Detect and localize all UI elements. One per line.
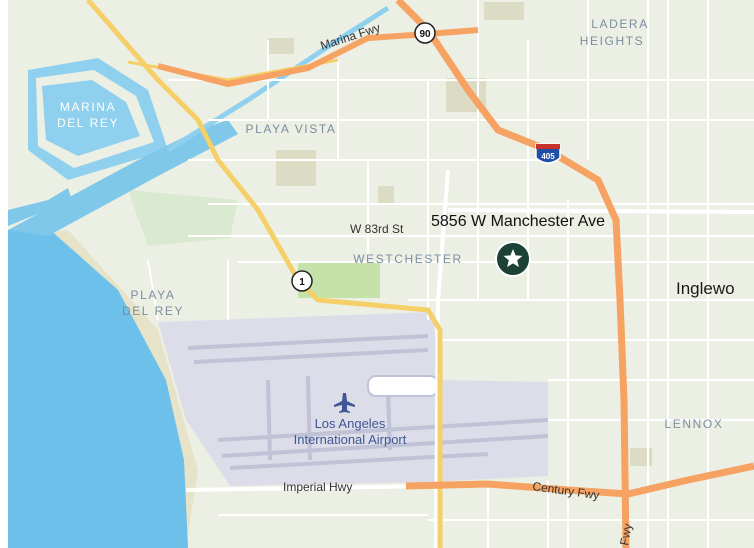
label-playa-del-rey-2: DEL REY bbox=[122, 304, 184, 318]
label-marina-2: DEL REY bbox=[57, 116, 119, 130]
park-lennox bbox=[630, 448, 652, 466]
airport-label-2: International Airport bbox=[294, 432, 407, 447]
airport-icon bbox=[334, 393, 355, 413]
interstate-405-shield: 405 bbox=[535, 143, 561, 164]
label-playa-del-rey-1: PLAYA bbox=[131, 288, 176, 302]
route-1-shield: 1 bbox=[291, 270, 313, 292]
park-north bbox=[268, 38, 294, 54]
route-90-shield: 90 bbox=[414, 22, 436, 44]
marina-water bbox=[8, 58, 238, 236]
svg-text:405: 405 bbox=[541, 152, 555, 161]
destination-marker[interactable] bbox=[495, 241, 531, 277]
label-w-83rd-st: W 83rd St bbox=[350, 222, 404, 236]
label-lennox: LENNOX bbox=[665, 417, 724, 431]
airport-label-1: Los Angeles bbox=[315, 416, 386, 431]
label-fwy-vertical: Fwy bbox=[617, 522, 635, 546]
star-icon bbox=[503, 249, 523, 267]
label-westchester: WESTCHESTER bbox=[353, 252, 463, 266]
map-canvas: 90 405 1 LADERA HEIGHTS MARINA DEL REY P… bbox=[8, 0, 754, 548]
park-top bbox=[484, 2, 524, 20]
label-inglewood: Inglewo bbox=[676, 279, 735, 298]
label-ladera-2: HEIGHTS bbox=[580, 34, 645, 48]
label-playa-vista: PLAYA VISTA bbox=[246, 122, 337, 136]
svg-text:1: 1 bbox=[299, 277, 305, 288]
airport-area bbox=[158, 312, 549, 486]
park-playa-vista bbox=[276, 150, 316, 186]
street-grid bbox=[147, 0, 754, 548]
major-roads bbox=[185, 169, 754, 548]
address-label: 5856 W Manchester Ave bbox=[431, 213, 605, 230]
ocean bbox=[8, 228, 188, 548]
map-view[interactable]: 90 405 1 LADERA HEIGHTS MARINA DEL REY P… bbox=[8, 0, 754, 548]
label-imperial-hwy: Imperial Hwy bbox=[283, 480, 352, 494]
label-ladera-1: LADERA bbox=[591, 17, 649, 31]
highway-1 bbox=[86, 0, 443, 548]
parks bbox=[128, 2, 652, 466]
park-small bbox=[378, 186, 394, 204]
freeways bbox=[157, 0, 754, 548]
label-marina-1: MARINA bbox=[60, 100, 116, 114]
svg-text:90: 90 bbox=[419, 29, 431, 40]
